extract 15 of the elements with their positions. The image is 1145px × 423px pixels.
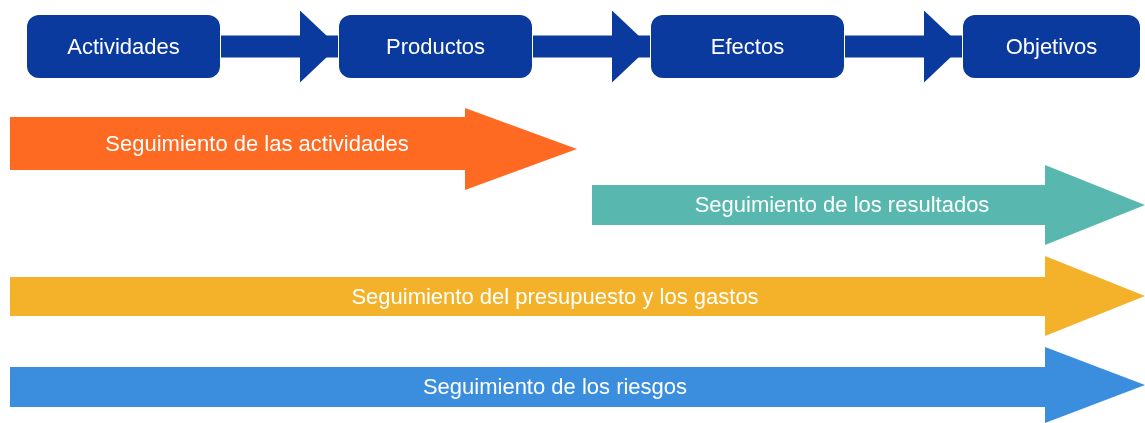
- pointed-banner: [592, 165, 1145, 245]
- pointed-banner: [10, 108, 577, 190]
- process-box: Objetivos: [963, 15, 1140, 78]
- process-box: Productos: [339, 15, 532, 78]
- arrow: [845, 10, 962, 83]
- process-box: Actividades: [27, 15, 220, 78]
- arrow-label: Seguimiento de los resultados: [694, 192, 990, 218]
- arrow-label: Seguimiento de los riesgos: [422, 374, 688, 400]
- pointed-banner: [10, 256, 1145, 336]
- arrow-label: Seguimiento del presupuesto y los gastos: [351, 283, 759, 310]
- arrow: [533, 10, 650, 83]
- arrow-label: Seguimiento de las actividades: [105, 130, 409, 157]
- arrow: [221, 10, 338, 83]
- pointed-banner: [10, 347, 1145, 423]
- process-box: Efectos: [651, 15, 844, 78]
